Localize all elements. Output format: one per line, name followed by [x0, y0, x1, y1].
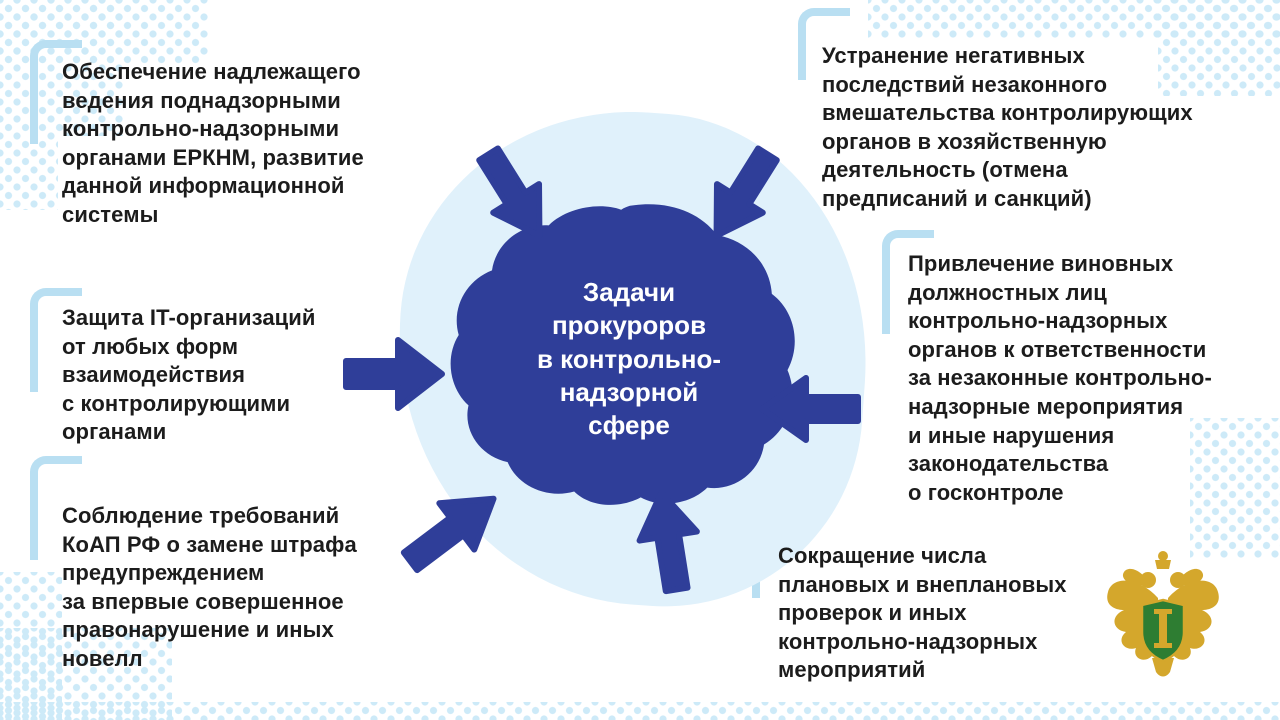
arrow-bottom-left-icon [386, 468, 519, 593]
corner-bracket-icon [30, 456, 82, 560]
task-middle-right: Привлечение виновных должностных лиц кон… [908, 251, 1212, 505]
halftone-dots-icon [0, 702, 1280, 720]
task-middle-left: Защита IT-организаций от любых форм взаи… [62, 305, 316, 445]
arrow-right-icon [758, 370, 862, 448]
arrow-bottom-icon [626, 483, 712, 599]
task-top-right: Устранение негативных последствий незако… [822, 43, 1193, 211]
halftone-dots-icon [0, 0, 124, 136]
prosecutor-emblem-icon [1100, 546, 1226, 686]
halftone-dots-icon [1190, 418, 1280, 558]
corner-bracket-icon [30, 40, 82, 144]
task-bottom-right: Сокращение числа плановых и внеплановых … [778, 543, 1067, 683]
corner-bracket-icon [798, 8, 850, 80]
page-title: Задачи прокуроров в контрольно- надзорно… [536, 277, 722, 441]
arrow-top-right-icon [686, 133, 797, 256]
corner-bracket-icon [30, 288, 82, 392]
halftone-dots-icon [1158, 0, 1280, 96]
arrow-left-icon [342, 332, 446, 416]
task-top-left: Обеспечение надлежащего ведения поднадзо… [62, 59, 364, 227]
task-bottom-left: Соблюдение требований КоАП РФ о замене ш… [62, 503, 357, 671]
center-blob [442, 196, 814, 514]
arrow-top-left-icon [458, 133, 569, 256]
corner-bracket-icon [882, 230, 934, 334]
halftone-dots-icon [0, 136, 58, 210]
